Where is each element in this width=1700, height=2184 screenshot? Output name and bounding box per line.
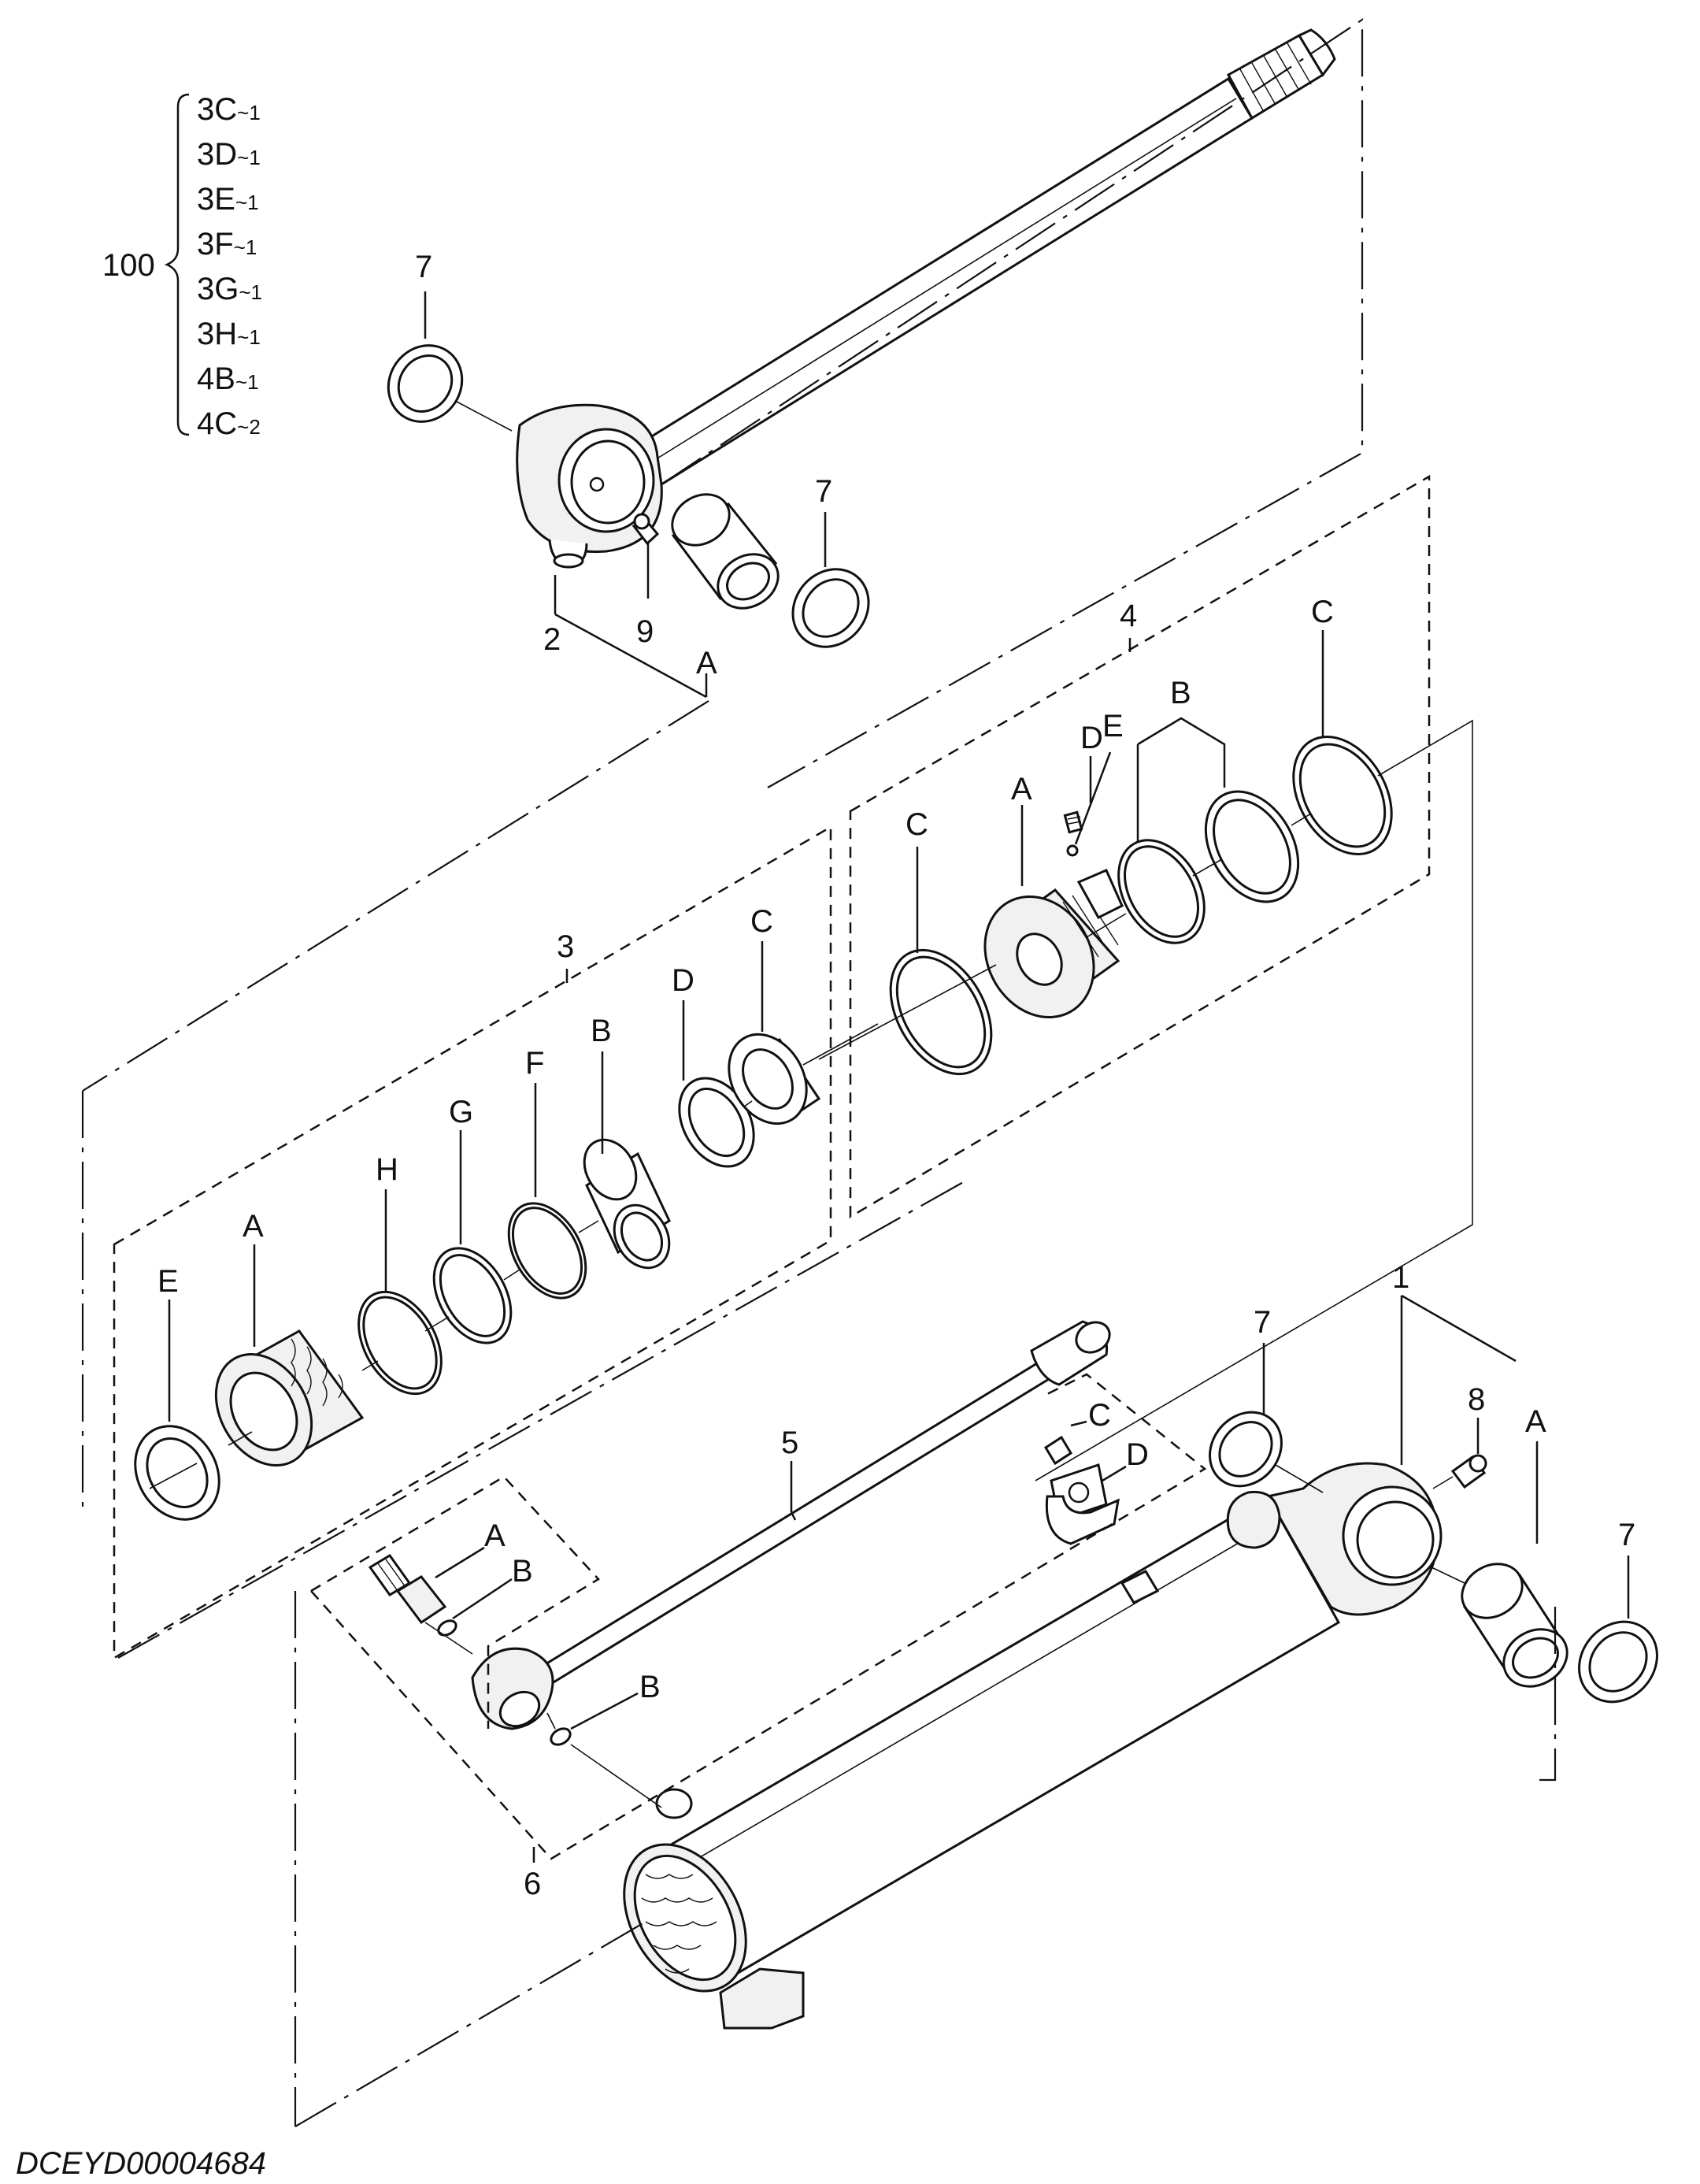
label-head-B: B: [591, 1014, 612, 1048]
label-head-G: G: [449, 1095, 473, 1129]
variant-code: 3C~1: [197, 92, 261, 127]
label-pipe-group: 6: [524, 1867, 541, 1901]
variant-code: 3E~1: [197, 182, 259, 217]
label-tube-wiper-right: 7: [1618, 1518, 1635, 1552]
piston-group-frame-4: [849, 474, 1431, 1219]
piston-rod: [516, 28, 1336, 569]
head-ring-H: H: [357, 1152, 443, 1396]
label-head-D: D: [672, 963, 694, 998]
variant-suffix: ~1: [237, 101, 261, 124]
head-group-frame-3: [113, 825, 832, 1660]
variant-suffix: ~1: [237, 146, 261, 169]
label-tube-group: 1: [1392, 1260, 1409, 1295]
label-head-E: E: [157, 1264, 179, 1299]
tube-group-leaders: 1 A: [1392, 1260, 1546, 1544]
label-head-group: 3: [557, 929, 574, 964]
fitting-subframe: [310, 1475, 600, 1729]
variant-code: 3D~1: [197, 137, 261, 172]
label-piston-B: B: [1170, 676, 1191, 710]
label-piston-C-top: C: [1311, 595, 1334, 629]
label-piston-group: 4: [1120, 599, 1137, 633]
variant-code: 4C~2: [197, 406, 261, 441]
head-rod-cover-A: A: [214, 1209, 365, 1467]
rod-bushing-A: [671, 493, 780, 610]
label-piston-E: E: [1102, 709, 1124, 743]
tube-frame: [294, 1591, 1557, 2127]
label-rod-bushing-wiper: 7: [815, 474, 832, 509]
tube-wiper-seal-7-right: 7: [1578, 1518, 1658, 1704]
label-head-C: C: [750, 904, 773, 939]
variant-code: 4B~1: [197, 362, 259, 396]
label-rod-group: 2: [543, 622, 561, 657]
variant-code: 3F~1: [197, 227, 257, 261]
variant-code: 3H~1: [197, 317, 261, 351]
pipe-fittings-A-B: A B B: [368, 1518, 662, 1808]
label-piston-A: A: [1011, 772, 1032, 806]
piston-wear-rings-B: B: [1117, 676, 1300, 944]
label-head-A: A: [243, 1209, 264, 1244]
tube-wiper-seal-7-left: 7: [1209, 1305, 1324, 1493]
piston-ball-E: E: [1066, 709, 1124, 857]
assembly-variant-list: 100 3C~1 3D~1 3E~1 3F~1 3G~1 3H~1 4B~1 4C~2: [102, 92, 262, 441]
head-wiper-E: E: [134, 1264, 220, 1521]
label-tube-A: A: [1525, 1404, 1546, 1439]
label-valve-D: D: [1126, 1437, 1149, 1472]
label-valve-C: C: [1088, 1398, 1111, 1433]
rod-group-leaders: 2 A: [543, 575, 717, 699]
valve-C-D: C D: [1043, 1398, 1149, 1545]
piston-A: A: [983, 772, 1124, 1019]
assembly-brace: [164, 93, 190, 436]
piston-ring-C-top: C: [1292, 595, 1393, 856]
label-rod-grease: 9: [636, 614, 654, 649]
tube-grease-nipple-8: 8: [1432, 1382, 1487, 1489]
label-piston-D: D: [1080, 721, 1103, 755]
variant-suffix: ~1: [239, 280, 262, 304]
pipe-group-frame-6: [310, 1373, 1207, 1860]
variant-suffix: ~1: [234, 235, 257, 259]
head-tube-frame: [81, 1091, 965, 1659]
label-tube-grease: 8: [1468, 1382, 1485, 1417]
rod-wiper-seal-7-top: 7: [387, 250, 513, 432]
variant-code: 3G~1: [197, 272, 262, 306]
label-pipe: 5: [781, 1426, 798, 1460]
label-tube-wiper-left: 7: [1254, 1305, 1271, 1340]
drawing-code: DCEYD00004684: [16, 2146, 266, 2181]
rod-grease-nipple-9: 9: [631, 513, 660, 649]
label-rod-bushing: A: [696, 646, 717, 680]
variant-suffix: ~1: [237, 325, 261, 349]
head-ring-F: F: [507, 1046, 587, 1300]
label-head-F: F: [525, 1046, 544, 1081]
pipe-5: 5: [471, 1320, 1111, 1730]
label-fitting-B2: B: [639, 1670, 661, 1704]
variant-suffix: ~2: [237, 415, 261, 439]
variant-suffix: ~1: [235, 370, 259, 394]
label-fitting-B1: B: [512, 1554, 533, 1589]
label-fitting-A: A: [484, 1518, 506, 1553]
head-ring-G: G: [432, 1095, 513, 1344]
head-centerline: [149, 1023, 879, 1489]
variant-suffix: ~1: [235, 191, 259, 214]
label-rod-wiper-top: 7: [415, 250, 432, 284]
label-piston-C-left: C: [906, 807, 928, 842]
rod-bushing-wiper-7: 7: [791, 474, 870, 648]
label-head-H: H: [376, 1152, 398, 1187]
piston-centerline: [818, 719, 1473, 1481]
cylinder-tube: [623, 1462, 1443, 2030]
assembly-number: 100: [102, 248, 155, 283]
rod-frame: [82, 17, 1364, 1092]
tube-bushing-A: [1431, 1563, 1569, 1688]
head-ring-D: D: [672, 963, 755, 1168]
head-seal-C: C: [728, 904, 821, 1125]
piston-set-screw-D: D: [1063, 721, 1103, 834]
head-bushing-B: B: [583, 1014, 671, 1270]
